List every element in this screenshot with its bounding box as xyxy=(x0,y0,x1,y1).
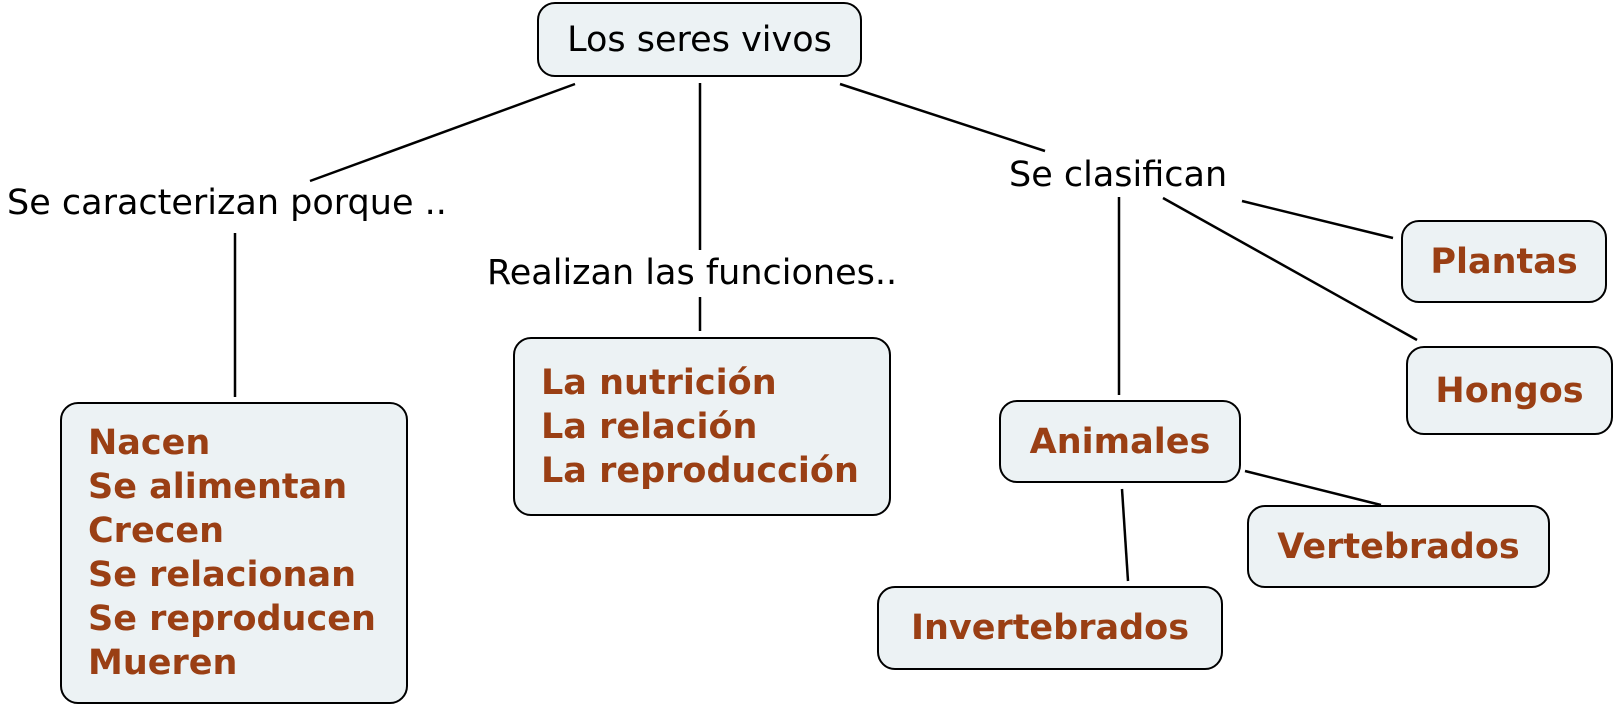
connector-animales-vertebrados xyxy=(1244,469,1382,507)
invertebrados-label: Invertebrados xyxy=(910,608,1190,648)
vertebrados-node: Vertebrados xyxy=(1247,505,1550,588)
invertebrados-node: Invertebrados xyxy=(877,586,1223,670)
root-label: Los seres vivos xyxy=(567,19,832,60)
hongos-label: Hongos xyxy=(1435,370,1584,411)
vertebrados-label: Vertebrados xyxy=(1277,526,1520,567)
characteristic-item: Se relacionan xyxy=(88,555,356,595)
characteristics-link-label: Se caracterizan porque .. xyxy=(7,183,447,223)
characteristic-item: Mueren xyxy=(88,643,238,683)
animales-node: Animales xyxy=(999,400,1241,483)
characteristic-item: Nacen xyxy=(88,423,211,463)
functions-node: La nutrición La relación La reproducción xyxy=(513,337,891,516)
connector-animales-invertebrados xyxy=(1120,488,1130,582)
hongos-node: Hongos xyxy=(1406,346,1613,435)
connector-root-classification-label xyxy=(839,82,1046,153)
connector-root-characteristics-label xyxy=(309,82,576,183)
root-node: Los seres vivos xyxy=(537,2,862,77)
connector-classification-hongos xyxy=(1162,196,1418,342)
characteristics-node: Nacen Se alimentan Crecen Se relacionan … xyxy=(60,402,408,704)
classification-link-label: Se clasifican xyxy=(1009,155,1228,195)
characteristic-item: Se reproducen xyxy=(88,599,376,639)
function-item: La reproducción xyxy=(541,450,859,491)
function-item: La relación xyxy=(541,406,758,447)
connector-classification-plantas xyxy=(1241,199,1394,240)
plantas-node: Plantas xyxy=(1401,220,1607,303)
characteristic-item: Crecen xyxy=(88,511,225,551)
animales-label: Animales xyxy=(1029,421,1211,462)
functions-link-label: Realizan las funciones.. xyxy=(487,253,898,293)
plantas-label: Plantas xyxy=(1430,241,1578,282)
characteristic-item: Se alimentan xyxy=(88,467,348,507)
function-item: La nutrición xyxy=(541,362,777,403)
